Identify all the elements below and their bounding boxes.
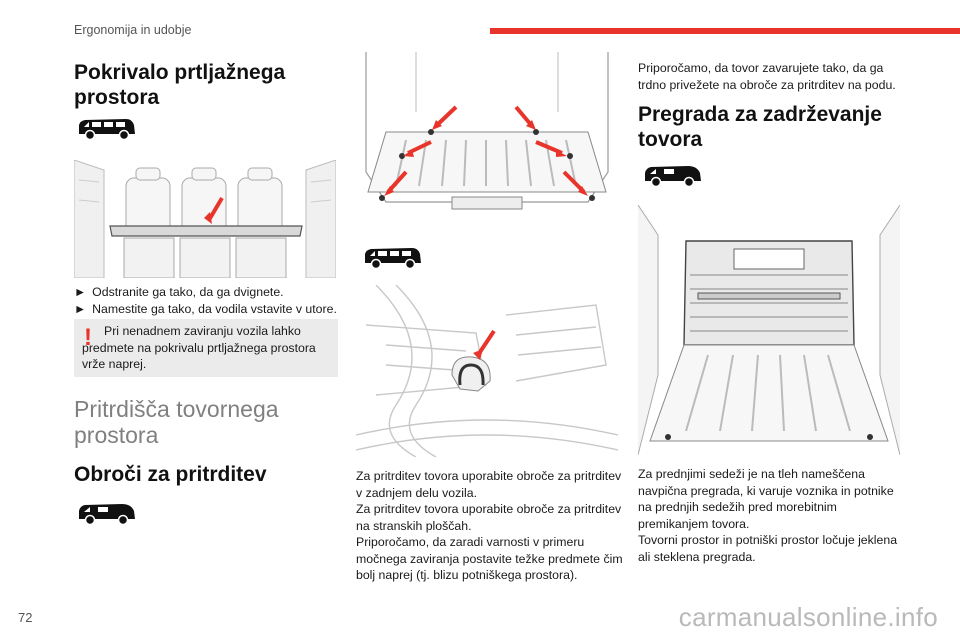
- exclamation-icon: !: [84, 324, 92, 351]
- side-panel-ring-illustration: [356, 285, 618, 457]
- van-long-icon: [76, 115, 138, 141]
- partition-illustration: [638, 205, 900, 455]
- bullet-arrow-icon: ►: [74, 301, 87, 316]
- cover-heading: Pokrivalo prtljažnega prostora: [74, 61, 286, 109]
- paragraph: Za pritrditev tovora uporabite obroče za…: [356, 502, 622, 533]
- warning-text: Pri nenadnem zaviranju vozila lahko pred…: [82, 324, 316, 371]
- cover-steps-list: ►Odstranite ga tako, da ga dvignete. ►Na…: [74, 284, 344, 317]
- tie-down-intro: Priporočamo, da tovor zavarujete tako, d…: [638, 61, 896, 92]
- rings-text: Za pritrditev tovora uporabite obroče za…: [356, 468, 624, 584]
- header-accent-bar: [490, 28, 960, 34]
- van-short-icon: [76, 500, 138, 526]
- paragraph: Za prednjimi sedeži je na tleh nameščena…: [638, 467, 894, 531]
- warning-box: Pri nenadnem zaviranju vozila lahko pred…: [74, 319, 338, 377]
- watermark: carmanualsonline.info: [678, 602, 938, 632]
- paragraph: Tovorni prostor in potniški prostor loču…: [638, 533, 898, 564]
- cargo-floor-rings-illustration: [356, 52, 618, 220]
- bullet-arrow-icon: ►: [74, 285, 87, 299]
- list-item: ►Odstranite ga tako, da ga dvignete.: [74, 285, 284, 299]
- page-number: 72: [18, 610, 33, 625]
- partition-text: Za prednjimi sedeži je na tleh nameščena…: [638, 466, 906, 565]
- rings-heading: Obroči za pritrditev: [74, 463, 267, 486]
- partition-heading: Pregrada za zadrževanje tovora: [638, 103, 882, 151]
- paragraph: Za pritrditev tovora uporabite obroče za…: [356, 469, 622, 500]
- van-long-icon: [362, 244, 424, 270]
- anchor-points-heading: Pritrdišča tovornega prostora: [74, 396, 279, 448]
- running-header: Ergonomija in udobje: [74, 23, 192, 37]
- paragraph: Priporočamo, da zaradi varnosti v primer…: [356, 535, 623, 582]
- list-item: ►Namestite ga tako, da vodila vstavite v…: [74, 301, 337, 316]
- load-cover-illustration: [74, 160, 336, 278]
- van-short-icon: [642, 162, 704, 188]
